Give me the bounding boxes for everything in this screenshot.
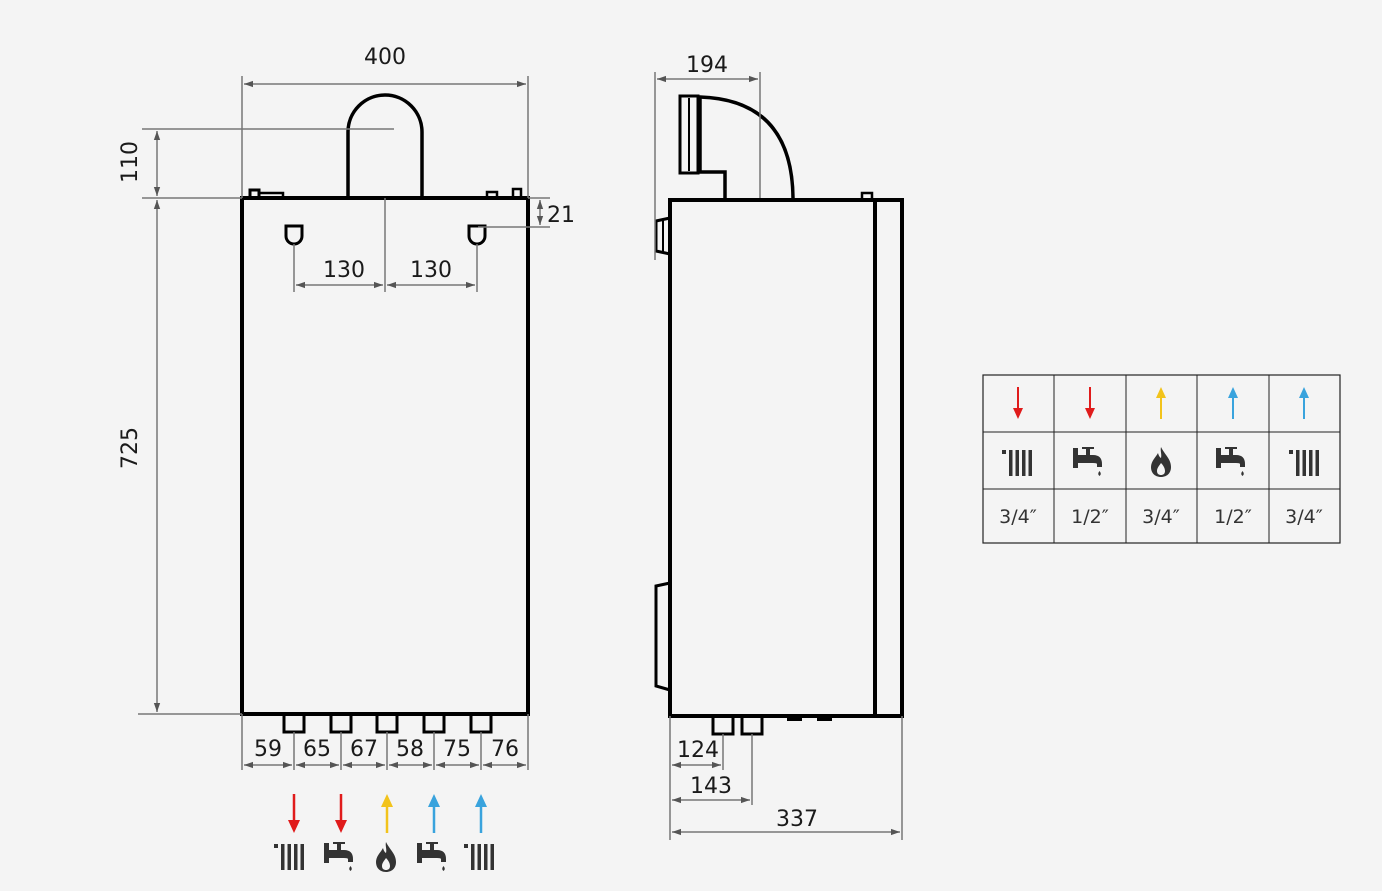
tap-icon (324, 842, 353, 871)
dim-top-offset-label: 21 (547, 203, 575, 228)
dim-depth-label: 337 (776, 807, 818, 832)
flow-arrow-down-icon (1013, 387, 1023, 419)
front-view (240, 93, 530, 734)
flow-arrow-down-icon (1085, 387, 1095, 419)
dim-bottom-spacing-label: 67 (350, 737, 378, 762)
dim-bottom-spacing-label: 76 (491, 737, 519, 762)
radiator-icon (1002, 450, 1032, 476)
connection-size: 3/4″ (999, 506, 1037, 528)
front-connection-legend (274, 794, 494, 872)
connections-table: 3/4″ 1/2″ 3/4″ 1/2″ 3/4″ (982, 374, 1341, 544)
side-dimension-lines (654, 72, 903, 840)
dim-connection-1-label: 124 (677, 738, 719, 763)
flame-icon (376, 842, 396, 872)
dim-flue-offset-label: 194 (686, 53, 728, 78)
dim-hook-spacing-right-label: 130 (410, 258, 452, 283)
dim-height-label: 725 (118, 427, 143, 469)
tap-icon (417, 842, 446, 871)
dim-bottom-spacing-label: 65 (303, 737, 331, 762)
connection-size: 1/2″ (1071, 506, 1109, 528)
flow-arrow-up-icon (381, 794, 393, 833)
flow-arrow-up-icon (428, 794, 440, 833)
radiator-icon (1289, 450, 1319, 476)
side-view (654, 94, 904, 736)
connection-size: 1/2″ (1214, 506, 1252, 528)
flame-icon (1151, 447, 1171, 477)
front-dimension-lines (138, 76, 550, 770)
dim-connection-2-label: 143 (690, 774, 732, 799)
flow-arrow-down-icon (335, 794, 347, 833)
flow-arrow-up-icon (1156, 387, 1166, 419)
connection-size: 3/4″ (1285, 506, 1323, 528)
dim-top-height-label: 110 (118, 141, 143, 183)
radiator-icon (464, 844, 494, 870)
flow-arrow-up-icon (475, 794, 487, 833)
tap-icon (1073, 447, 1102, 476)
flow-arrow-down-icon (288, 794, 300, 833)
dim-hook-spacing-left-label: 130 (323, 258, 365, 283)
dim-bottom-spacing-label: 58 (396, 737, 424, 762)
flow-arrow-up-icon (1299, 387, 1309, 419)
radiator-icon (274, 844, 304, 870)
connection-size: 3/4″ (1142, 506, 1180, 528)
flow-arrow-up-icon (1228, 387, 1238, 419)
tap-icon (1216, 447, 1245, 476)
dim-width-label: 400 (364, 45, 406, 70)
dim-bottom-spacing-label: 75 (443, 737, 471, 762)
dim-bottom-spacing-label: 59 (254, 737, 282, 762)
